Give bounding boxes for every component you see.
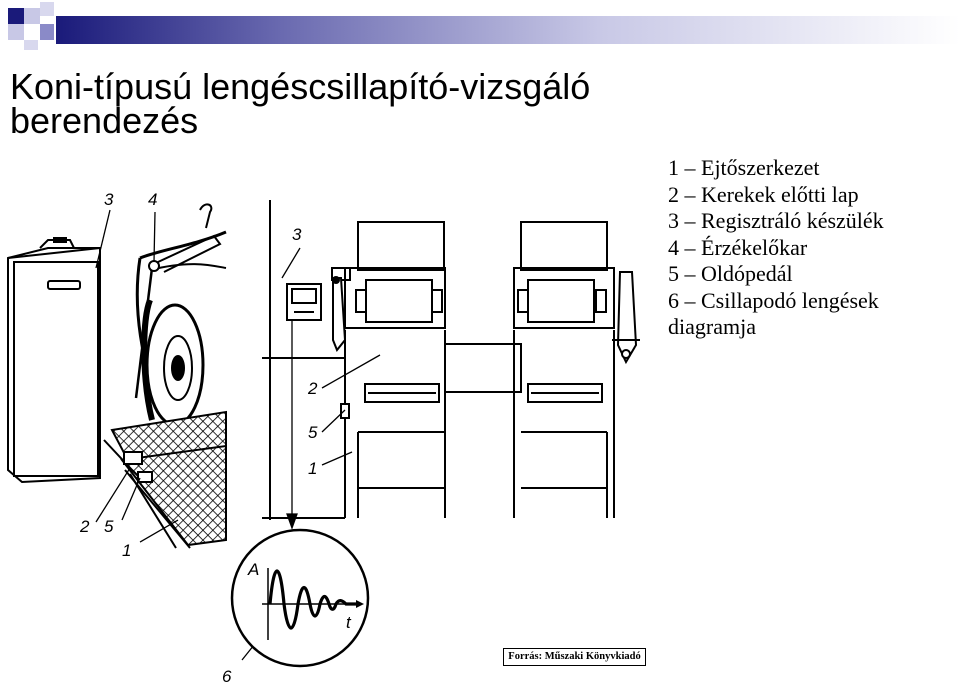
callout-1-left: 1: [122, 541, 131, 560]
callout-5-left: 5: [104, 517, 114, 536]
legend-item-4: 4 – Érzékelőkar: [668, 234, 808, 260]
callout-3-right: 3: [292, 225, 302, 244]
callout-1-right: 1: [308, 459, 317, 478]
perspective-callouts: [95, 209, 179, 543]
legend-item-1: 1 – Ejtőszerkezet: [668, 155, 820, 180]
slide-title: Koni-típusú lengéscsillapító-vizsgáló be…: [10, 66, 591, 141]
perspective-view: [7, 203, 227, 549]
shock-absorber-tester-drawing: 3 4 2 5 1: [7, 190, 640, 686]
callout-4-left: 4: [148, 190, 157, 209]
callout-6: 6: [222, 667, 232, 686]
legend-item-5: 5 – Oldópedál: [668, 261, 793, 286]
header-decoration: [8, 2, 960, 50]
damped-wave-curve: [268, 569, 358, 630]
legend-list: 1 – Ejtőszerkezet 2 – Kerekek előtti lap…: [668, 155, 953, 341]
front-elevation: [262, 200, 640, 520]
oscillation-diagram: A t: [230, 528, 370, 668]
axis-label-a: A: [247, 560, 259, 579]
axis-label-t: t: [346, 613, 352, 632]
callout-2-left: 2: [79, 517, 90, 536]
legend-item-3: 3 – Regisztráló készülék: [668, 208, 884, 233]
legend-item-6: 6 – Csillapodó lengések diagramja: [668, 287, 879, 340]
callout-5-right: 5: [308, 423, 318, 442]
source-caption: Forrás: Műszaki Könyvkiadó: [503, 648, 646, 666]
callout-3-left: 3: [104, 190, 114, 209]
legend-item-2: 2 – Kerekek előtti lap: [668, 181, 859, 207]
callout-2-right: 2: [307, 379, 318, 398]
elevation-callouts: [241, 247, 381, 661]
